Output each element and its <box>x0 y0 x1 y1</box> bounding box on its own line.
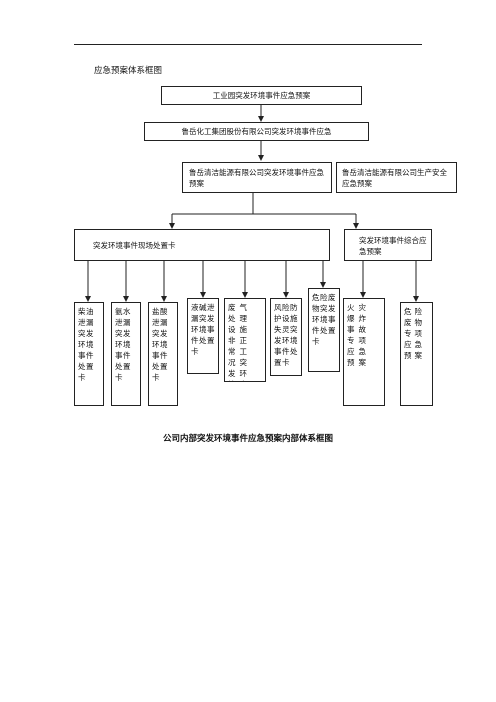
exhaust-facility-card: 废气处理设施非正常工况突发环境事 <box>224 298 266 382</box>
caustic-leak-card-label: 液碱泄漏突发环境事件处置卡 <box>191 303 215 356</box>
onsite-cards-label: 突发环境事件现场处置卡 <box>93 241 176 250</box>
industrial-park-plan-label: 工业园突发环境事件应急预案 <box>212 91 311 100</box>
hazardous-waste-plan-label: 危险废物专项应急预案 <box>404 307 425 360</box>
group-plan-label: 鲁岳化工集团股份有限公司突发环境事件应急 <box>181 127 332 136</box>
company-safety-plan-box: 鲁岳清洁能源有限公司生产安全应急预案 <box>336 162 457 193</box>
hazardous-waste-card-label: 危险废物突发环境事件处置卡 <box>312 293 336 346</box>
top-rule <box>74 44 422 45</box>
diagram-caption: 公司内部突发环境事件应急预案内部体系框图 <box>162 434 333 444</box>
company-env-plan-label: 鲁岳清洁能源有限公司突发环境事件应急预案 <box>189 168 324 188</box>
hazardous-waste-card: 危险废物突发环境事件处置卡 <box>308 288 340 372</box>
company-safety-plan-label: 鲁岳清洁能源有限公司生产安全应急预案 <box>342 168 447 188</box>
risk-protection-card: 风险防护设施失灵突发环境事件处置卡 <box>270 298 302 376</box>
comprehensive-plan-label: 突发环境事件综合应急预案 <box>359 236 427 256</box>
industrial-park-plan-box: 工业园突发环境事件应急预案 <box>161 86 362 105</box>
risk-protection-card-label: 风险防护设施失灵突发环境事件处置卡 <box>274 303 298 367</box>
diesel-leak-card-label: 柴油泄漏突发环境事件处置卡 <box>78 307 94 382</box>
comprehensive-plan-box: 突发环境事件综合应急预案 <box>344 229 432 261</box>
ammonia-leak-card: 氨水泄漏突发环境事件处置卡 <box>111 302 141 406</box>
company-env-plan-box: 鲁岳清洁能源有限公司突发环境事件应急预案 <box>182 162 332 193</box>
diesel-leak-card: 柴油泄漏突发环境事件处置卡 <box>74 302 104 406</box>
page-heading: 应急预案体系框图 <box>94 66 163 76</box>
ammonia-leak-card-label: 氨水泄漏突发环境事件处置卡 <box>115 307 131 382</box>
caustic-leak-card: 液碱泄漏突发环境事件处置卡 <box>187 298 219 374</box>
hydrochloric-acid-leak-card-label: 盐酸泄漏突发环境事件处置卡 <box>152 307 168 382</box>
hydrochloric-acid-leak-card: 盐酸泄漏突发环境事件处置卡 <box>148 302 178 406</box>
fire-explosion-plan-label: 火灾爆炸事故专项应急预案 <box>347 303 370 367</box>
fire-explosion-plan-box: 火灾爆炸事故专项应急预案 <box>343 298 385 406</box>
exhaust-facility-card-label: 废气处理设施非正常工况突发环境事 <box>228 303 251 381</box>
hazardous-waste-plan-box: 危险废物专项应急预案 <box>400 302 433 406</box>
group-plan-box: 鲁岳化工集团股份有限公司突发环境事件应急 <box>144 122 369 141</box>
onsite-cards-box: 突发环境事件现场处置卡 <box>74 229 330 261</box>
